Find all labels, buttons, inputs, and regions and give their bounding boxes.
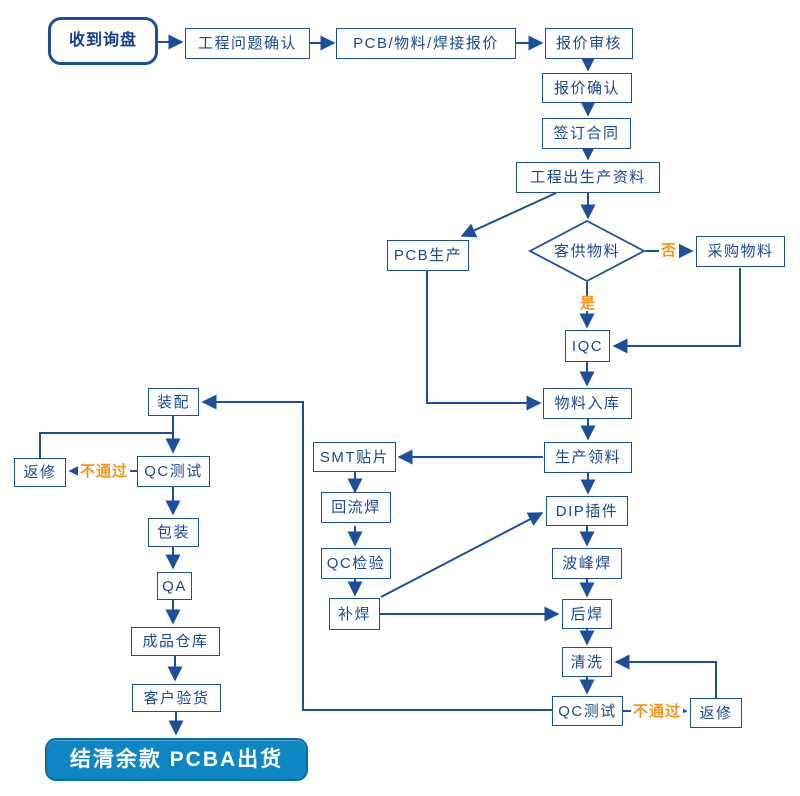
node-label: 采购物料	[707, 243, 774, 260]
node-iqc: IQC	[565, 330, 610, 362]
node-label: 结清余款 PCBA出货	[69, 748, 284, 771]
edge-label-fail-right: 不通过	[631, 703, 684, 720]
node-packing: 包装	[148, 518, 199, 547]
node-label: QC测试	[558, 702, 617, 720]
node-label: QC测试	[144, 463, 203, 480]
node-label: QC检验	[326, 555, 386, 572]
node-reflow-solder: 回流焊	[321, 492, 391, 523]
node-pcb-production: PCB生产	[387, 240, 469, 271]
node-quote-confirm: 报价确认	[542, 73, 632, 103]
node-cleaning: 清洗	[562, 647, 612, 677]
node-label: 客供物料	[553, 242, 620, 260]
node-engineering-confirm: 工程问题确认	[185, 28, 310, 59]
node-material-inbound: 物料入库	[543, 388, 632, 419]
node-dip: DIP插件	[546, 496, 628, 526]
node-label: PCB/物料/焊接报价	[353, 35, 499, 52]
node-label: QA	[162, 577, 187, 595]
edge-label-yes: 是	[578, 295, 599, 312]
node-quote-review: 报价审核	[545, 28, 633, 59]
node-touch-up-solder: 补焊	[329, 598, 380, 630]
node-qc-inspection: QC检验	[321, 548, 391, 579]
node-wave-solder: 波峰焊	[552, 548, 622, 579]
node-purchase-material: 采购物料	[696, 236, 785, 267]
node-assembly: 装配	[148, 388, 199, 416]
node-label: 回流焊	[331, 499, 381, 516]
node-ship: 结清余款 PCBA出货	[45, 738, 308, 781]
node-label: 收到询盘	[68, 32, 137, 49]
node-label: 成品仓库	[142, 633, 209, 650]
node-label: 返修	[23, 464, 57, 481]
node-receive-inquiry: 收到询盘	[48, 17, 158, 65]
node-label: 工程问题确认	[197, 35, 297, 52]
node-qc-test-left: QC测试	[137, 456, 210, 487]
node-finished-warehouse: 成品仓库	[131, 627, 220, 656]
edge-label-no: 否	[659, 242, 680, 259]
node-label: IQC	[571, 337, 604, 355]
node-label: 包装	[156, 524, 190, 541]
node-label: 工程出生产资料	[530, 169, 646, 186]
decision-diamond-shape	[528, 219, 646, 283]
node-label: 报价审核	[555, 35, 622, 52]
edge-label-fail-left: 不通过	[78, 463, 131, 480]
node-label: DIP插件	[555, 502, 619, 520]
node-label: 补焊	[337, 605, 371, 623]
node-customer-material-decision: 客供物料	[530, 237, 644, 265]
node-label: 客户验货	[143, 689, 210, 707]
node-label: 装配	[156, 393, 190, 411]
node-label: PCB生产	[393, 247, 463, 264]
node-label: 物料入库	[554, 395, 621, 412]
node-label: 波峰焊	[562, 555, 612, 572]
node-customer-inspection: 客户验货	[132, 684, 221, 712]
node-label: 返修	[699, 704, 733, 722]
node-label: 报价确认	[553, 79, 620, 97]
node-label: 后焊	[570, 605, 604, 623]
node-label: 签订合同	[553, 125, 620, 142]
node-post-solder: 后焊	[562, 599, 612, 629]
node-qa: QA	[157, 572, 192, 600]
node-smt: SMT贴片	[313, 442, 396, 472]
node-material-requisition: 生产领料	[544, 442, 632, 473]
node-engineering-output: 工程出生产资料	[516, 162, 660, 193]
node-quote: PCB/物料/焊接报价	[336, 28, 516, 59]
node-rework-right: 返修	[690, 698, 742, 728]
node-qc-test-right: QC测试	[552, 696, 623, 726]
node-label: 清洗	[570, 653, 604, 671]
node-label: SMT贴片	[319, 448, 390, 466]
node-rework-left: 返修	[14, 458, 66, 487]
node-label: 生产领料	[554, 449, 621, 466]
node-sign-contract: 签订合同	[542, 118, 631, 149]
connectors	[39, 34, 741, 736]
